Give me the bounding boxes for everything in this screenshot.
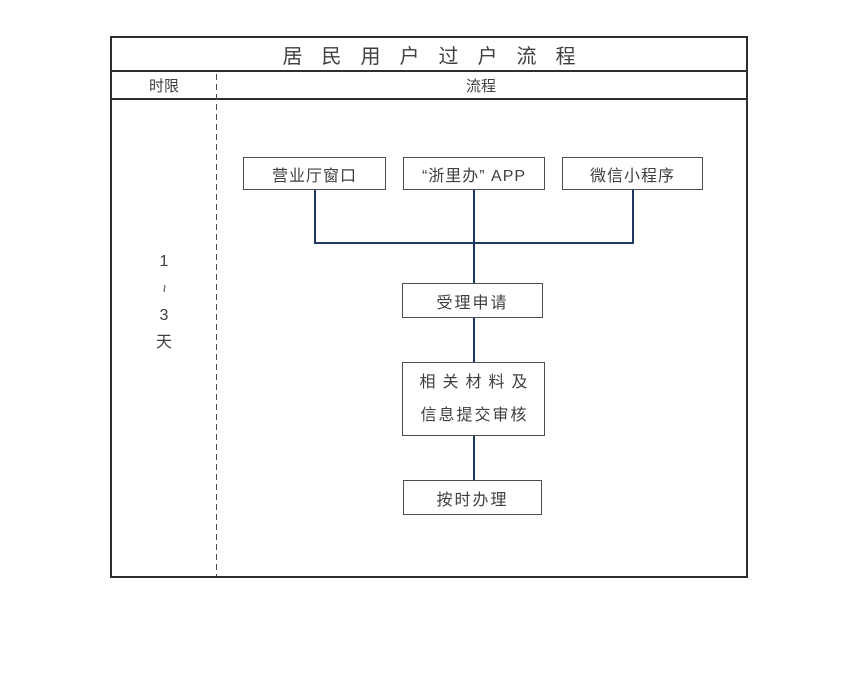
table-body: 1 ~ 3 天 营业厅窗口 “浙里办” APP 微信小程序 受理申请 相关材料及…: [112, 100, 746, 572]
connector-accept-to-review: [473, 318, 475, 362]
channel-box-wechat-mini-program: 微信小程序: [562, 157, 703, 190]
connector-center-to-accept: [473, 190, 475, 283]
header-time-limit: 时限: [148, 77, 179, 95]
review-line-1: 相关材料及: [419, 374, 535, 391]
header-process: 流程: [465, 77, 496, 95]
flowchart-table: 居民用户过户流程 时限 流程 1 ~ 3 天 营业厅窗口 “浙里办” APP 微…: [110, 36, 748, 578]
time-limit-line-3: 3: [159, 307, 169, 324]
channel-box-zheliban-app: “浙里办” APP: [403, 157, 545, 190]
time-limit-line-1: 1: [159, 253, 169, 270]
step-box-materials-review: 相关材料及 信息提交审核: [402, 362, 545, 436]
time-limit-unit: 天: [155, 334, 172, 351]
step-box-handle-on-time: 按时办理: [403, 480, 542, 515]
connector-review-to-ontime: [473, 436, 475, 480]
flow-canvas: 营业厅窗口 “浙里办” APP 微信小程序 受理申请 相关材料及 信息提交审核 …: [216, 100, 746, 572]
title-row: 居民用户过户流程: [112, 38, 746, 72]
review-line-2: 信息提交审核: [420, 407, 529, 424]
step-box-accept-application: 受理申请: [402, 283, 543, 318]
connector-left-channel-down: [314, 190, 316, 244]
page-title: 居民用户过户流程: [282, 45, 595, 68]
time-limit-tilde: ~: [156, 284, 173, 293]
header-row: 时限 流程: [112, 72, 746, 100]
time-limit-column: 1 ~ 3 天: [112, 100, 216, 572]
connector-right-channel-down: [632, 190, 634, 244]
channel-box-service-hall-window: 营业厅窗口: [243, 157, 386, 190]
